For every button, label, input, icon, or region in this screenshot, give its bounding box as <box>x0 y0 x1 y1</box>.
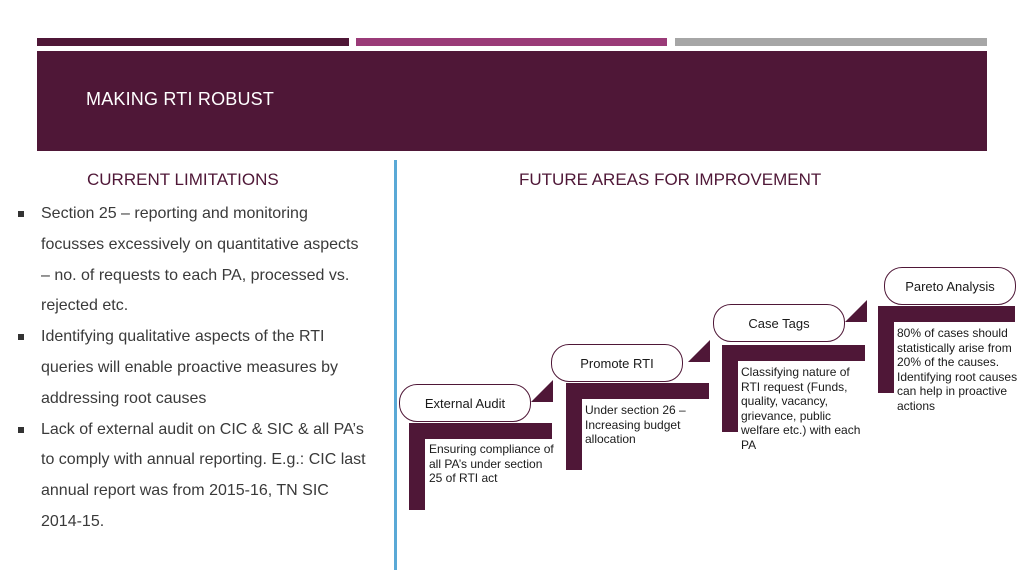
step-1-arrow <box>531 380 553 402</box>
step-2-label-box: Promote RTI <box>551 344 683 382</box>
step-2-bar-vertical <box>566 383 582 470</box>
step-3-arrow <box>845 300 867 322</box>
left-heading: CURRENT LIMITATIONS <box>87 170 279 189</box>
slide-title: MAKING RTI ROBUST <box>86 89 275 109</box>
step-1-bar-horizontal <box>409 423 552 439</box>
step-1-label-box: External Audit <box>399 384 531 422</box>
step-1-description: Ensuring compliance of all PA’s under se… <box>429 442 554 485</box>
list-item: Section 25 – reporting and monitoring fo… <box>18 199 368 322</box>
step-3-label-box: Case Tags <box>713 304 845 342</box>
title-banner <box>37 51 987 151</box>
step-3-bar-vertical <box>722 345 738 432</box>
step-2-arrow <box>688 340 710 362</box>
accent-bar-dark <box>37 38 349 46</box>
limitations-list: Section 25 – reporting and monitoring fo… <box>18 199 368 538</box>
step-1-bar-vertical <box>409 423 425 510</box>
step-2-description: Under section 26 – Increasing budget all… <box>585 403 686 446</box>
step-4-label-box: Pareto Analysis <box>884 267 1016 305</box>
accent-bar-magenta <box>356 38 667 46</box>
step-4-description: 80% of cases should statistically arise … <box>897 326 1018 413</box>
accent-bar-gray <box>675 38 987 46</box>
step-4-bar-vertical <box>878 306 894 393</box>
right-heading: FUTURE AREAS FOR IMPROVEMENT <box>519 170 822 189</box>
step-3-description: Classifying nature of RTI request (Funds… <box>741 365 861 452</box>
step-4-bar-horizontal <box>878 306 1015 322</box>
column-divider <box>394 160 397 570</box>
step-3-bar-horizontal <box>722 345 865 361</box>
list-item: Lack of external audit on CIC & SIC & al… <box>18 415 368 538</box>
list-item: Identifying qualitative aspects of the R… <box>18 322 368 414</box>
step-2-bar-horizontal <box>566 383 709 399</box>
